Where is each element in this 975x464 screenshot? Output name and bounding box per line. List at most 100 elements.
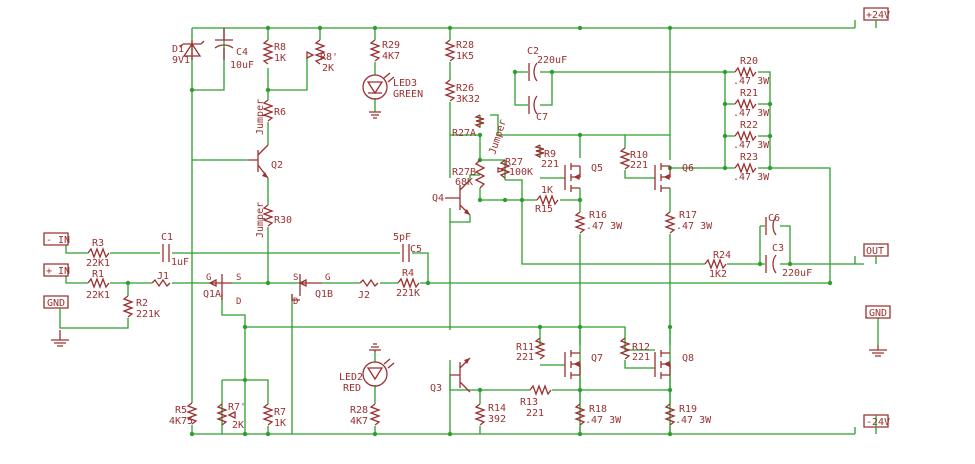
r4-label: R4 (402, 268, 414, 279)
junctions (125, 25, 833, 437)
r9-value: 221 (541, 159, 559, 170)
r19-value: .47 3W (675, 415, 712, 426)
r5-label: R5 (175, 405, 187, 416)
r8p-symbol (306, 39, 326, 65)
r7p-label: R7' (228, 402, 246, 413)
r13-label: R13 (520, 397, 538, 408)
r8p-label: R8' (320, 52, 338, 63)
d1-label: D1 (172, 44, 184, 55)
r22-value: .47 3W (733, 140, 770, 151)
q3-symbol (450, 357, 471, 393)
led2-label: LED2 (339, 372, 363, 383)
r21-label: R21 (740, 88, 758, 99)
c3-value: 220uF (782, 268, 812, 279)
r27b-value: 68K (455, 177, 473, 188)
r15-symbol (536, 194, 559, 206)
c6-symbol (765, 216, 777, 236)
r13-symbol (529, 384, 552, 396)
c5-symbol (402, 244, 410, 262)
c2-symbol (528, 62, 538, 82)
r20-label: R20 (740, 56, 758, 67)
c2-label: C2 (527, 46, 539, 57)
r1-symbol (87, 277, 110, 289)
r12-value: 221 (632, 352, 650, 363)
port-out-box (863, 243, 889, 257)
r28b-value: 4K7 (350, 416, 368, 427)
r6-symbol (262, 99, 274, 122)
c4-symbol (214, 28, 234, 60)
r22-symbol (734, 130, 757, 142)
r15-label: R15 (535, 204, 553, 215)
c7-label: C7 (536, 112, 548, 123)
port-gnd-right-label: GND (869, 308, 887, 319)
port-minus-in-box (43, 232, 69, 246)
r11-symbol (534, 337, 546, 360)
led2-color: RED (343, 383, 361, 394)
led2-symbol (362, 343, 395, 387)
j1-label: J1 (157, 271, 169, 282)
r1-label: R1 (92, 269, 104, 280)
c6-label: C6 (768, 213, 780, 224)
r19-label: R19 (679, 404, 697, 415)
port-gnd-left-box (43, 295, 69, 309)
r4-value: 221K (396, 288, 420, 299)
r27b-symbol (474, 159, 486, 189)
c1-label: C1 (161, 232, 173, 243)
r28-value: 1K5 (456, 51, 474, 62)
q7-label: Q7 (591, 353, 603, 364)
r26-symbol (444, 79, 456, 102)
r16-label: R16 (589, 210, 607, 221)
components (43, 7, 891, 434)
ground-left-symbol (51, 330, 69, 347)
r3-symbol (87, 247, 110, 259)
r18-symbol (574, 403, 586, 426)
port-gnd-right-box (865, 305, 891, 319)
r14-value: 392 (488, 414, 506, 425)
q1a-gate-pin: G (206, 273, 211, 283)
d1-symbol (179, 40, 205, 60)
r8p-value: 2K (322, 63, 334, 74)
q7-symbol (564, 350, 581, 379)
q4-symbol (445, 174, 480, 223)
r27b-label: R27B (452, 167, 476, 178)
q2-label: Q2 (271, 160, 283, 171)
r7-value: 1K (274, 418, 286, 429)
r7p-value: 2K (232, 420, 244, 431)
r11-label: R11 (516, 342, 534, 353)
j2-label: J2 (358, 290, 370, 301)
r7p-symbol (216, 403, 236, 426)
ground-right-symbol (869, 345, 887, 357)
r8-value: 1K (274, 53, 286, 64)
r24-symbol (704, 258, 727, 270)
r26-label: R26 (456, 83, 474, 94)
r5-value: 4K75 (169, 416, 193, 427)
q6-symbol (654, 163, 671, 192)
r3-value: 22K1 (86, 258, 110, 269)
c1-symbol (162, 244, 170, 262)
r20-value: .47 3W (733, 76, 770, 87)
r4-symbol (397, 277, 420, 289)
q1a-label: Q1A (203, 289, 221, 300)
r27-symbol (497, 159, 511, 179)
labels: +24V -24V OUT GND - IN + IN GND D1 9V1 C… (46, 10, 890, 431)
jumper1-label: Jumper (255, 99, 266, 135)
r27-value: 100K (509, 167, 533, 178)
r9-symbol (534, 144, 545, 158)
c1-value: 1uF (171, 257, 189, 268)
r27-label: R27 (505, 157, 523, 168)
port-out-label: OUT (866, 246, 884, 257)
r17-symbol (664, 211, 676, 234)
q1b-symbol (291, 274, 322, 301)
r27a-symbol (474, 114, 485, 128)
port-plus-in-box (43, 263, 69, 277)
port-minus24-box (863, 414, 889, 428)
r28b-symbol (369, 403, 381, 426)
r30-label: R30 (274, 215, 292, 226)
q4-label: Q4 (432, 193, 444, 204)
q1a-source-pin: S (236, 273, 241, 283)
led3-label: LED3 (393, 78, 417, 89)
r24-value: 1K2 (709, 269, 727, 280)
q1b-source-pin: S (293, 273, 298, 283)
r8-symbol (262, 39, 274, 65)
r29-symbol (369, 39, 381, 62)
